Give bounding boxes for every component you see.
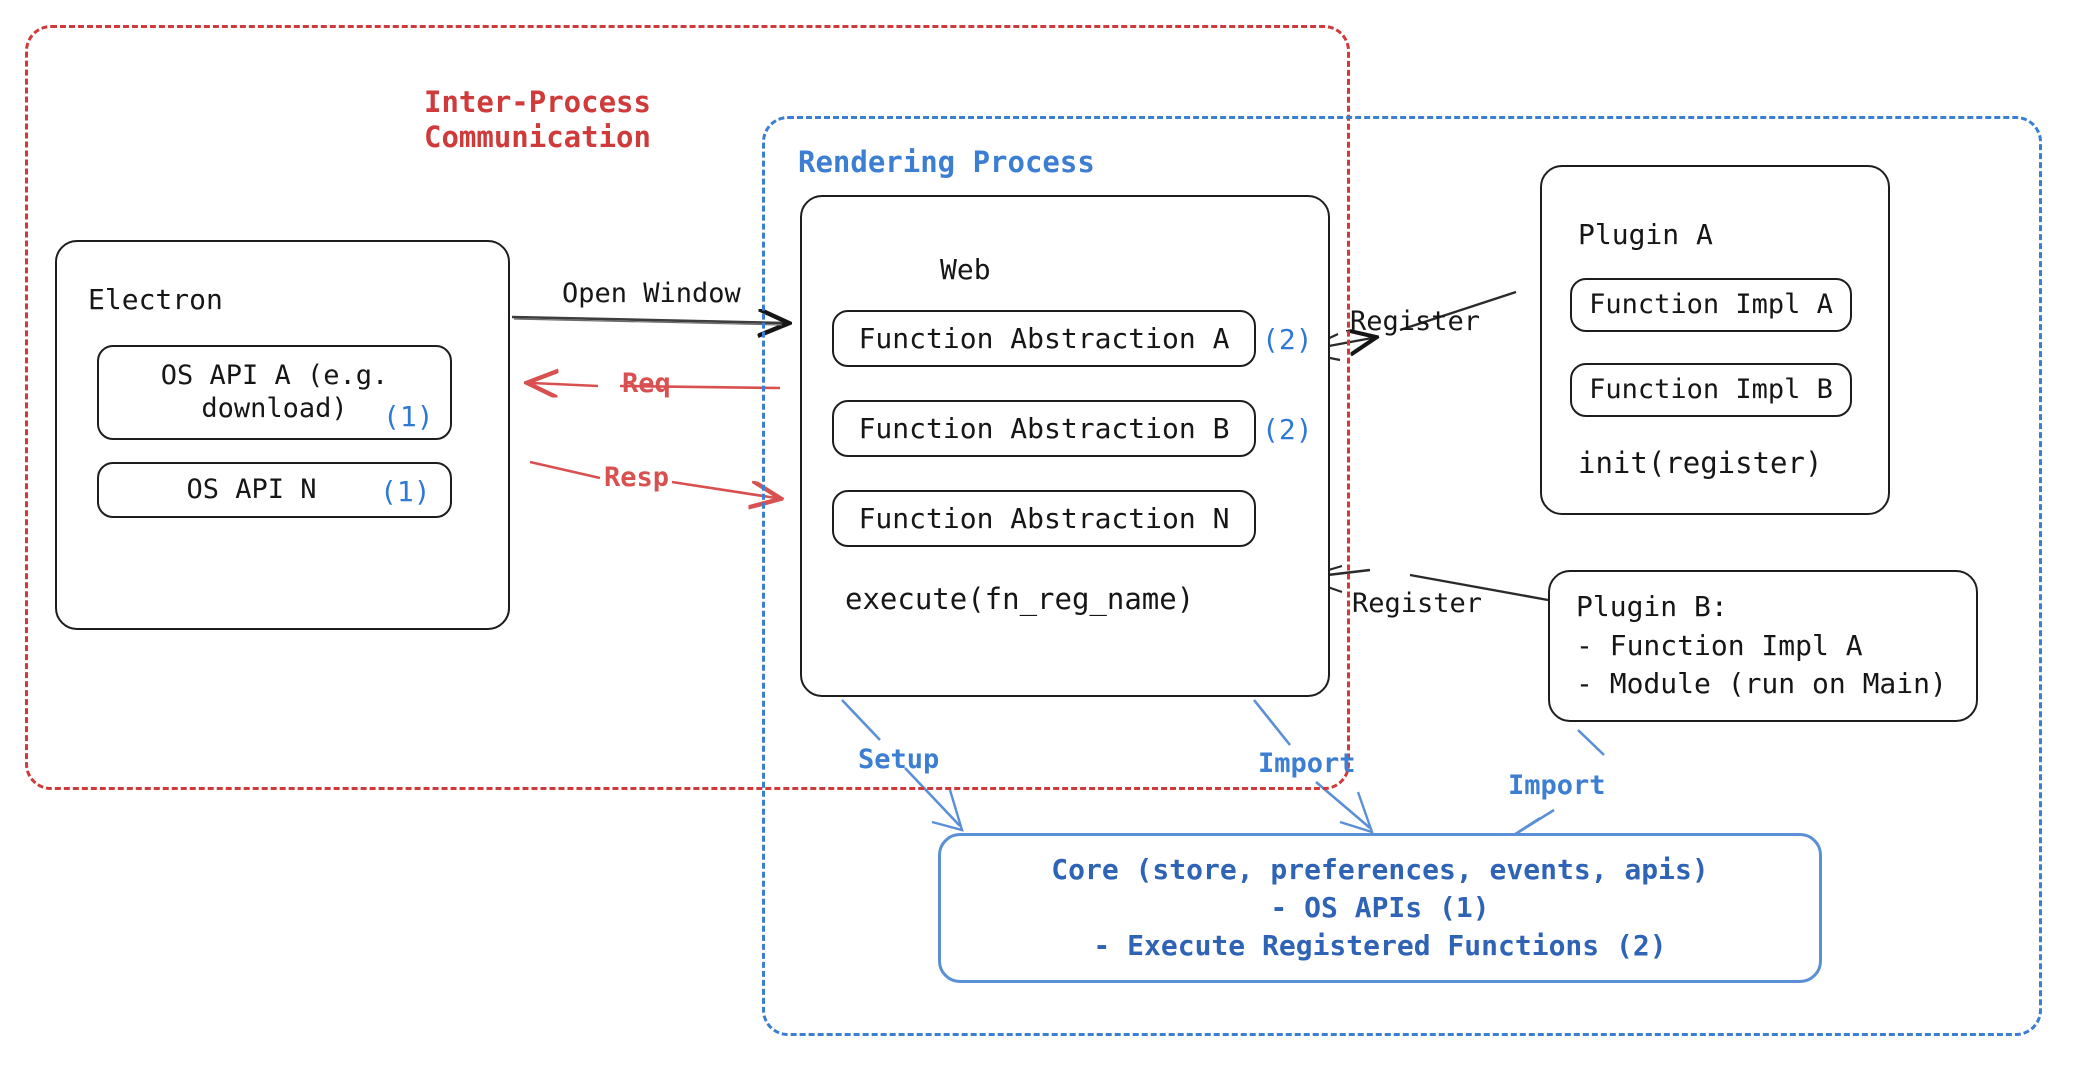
os-api-a-box[interactable]: OS API A (e.g. download) xyxy=(97,345,452,440)
function-abstraction-b-label: Function Abstraction B xyxy=(858,411,1230,445)
edge-label-resp: Resp xyxy=(604,462,670,493)
plugin-a-impl-b-box[interactable]: Function Impl B xyxy=(1570,363,1852,417)
web-execute-text: execute(fn_reg_name) xyxy=(845,582,1195,616)
plugin-a-title: Plugin A xyxy=(1578,218,1713,251)
edge-label-import-web: Import xyxy=(1258,748,1356,779)
function-abstraction-a-marker: (2) xyxy=(1262,323,1313,356)
plugin-b-lines: Plugin B: - Function Impl A - Module (ru… xyxy=(1576,590,1947,701)
os-api-a-marker: (1) xyxy=(383,400,434,433)
edge-label-req: Req xyxy=(622,368,671,399)
function-abstraction-n-label: Function Abstraction N xyxy=(858,501,1230,535)
plugin-b-box: Plugin B: - Function Impl A - Module (ru… xyxy=(1548,570,1978,722)
core-line-2: - OS APIs (1) xyxy=(1270,891,1490,925)
electron-title: Electron xyxy=(88,283,223,316)
edge-label-setup: Setup xyxy=(858,744,940,775)
render-process-label: Rendering Process xyxy=(798,145,1095,179)
edge-label-register-plugin-a: Register xyxy=(1350,306,1481,337)
plugin-a-impl-a-box[interactable]: Function Impl A xyxy=(1570,278,1852,332)
os-api-n-marker: (1) xyxy=(380,475,431,508)
core-line-1: Core (store, preferences, events, apis) xyxy=(1051,853,1709,887)
edge-label-open-window: Open Window xyxy=(562,278,741,309)
ipc-container xyxy=(25,25,1350,790)
os-api-n-box[interactable]: OS API N xyxy=(97,462,452,518)
function-abstraction-n-box[interactable]: Function Abstraction N xyxy=(832,490,1256,547)
function-abstraction-b-marker: (2) xyxy=(1262,413,1313,446)
edge-label-register-plugin-b: Register xyxy=(1352,588,1483,619)
edge-label-import-plugin: Import xyxy=(1508,770,1606,801)
core-line-3: - Execute Registered Functions (2) xyxy=(1093,928,1667,962)
plugin-a-init-text: init(register) xyxy=(1578,446,1823,480)
core-box: Core (store, preferences, events, apis) … xyxy=(938,833,1822,983)
function-abstraction-a-box[interactable]: Function Abstraction A xyxy=(832,310,1256,367)
render-process-container xyxy=(762,116,2042,1036)
plugin-a-box xyxy=(1540,165,1890,515)
function-abstraction-a-label: Function Abstraction A xyxy=(858,321,1230,355)
os-api-a-label: OS API A (e.g. download) xyxy=(160,360,389,424)
ipc-container-label: Inter-Process Communication xyxy=(424,85,651,155)
function-abstraction-b-box[interactable]: Function Abstraction B xyxy=(832,400,1256,457)
plugin-a-impl-b-label: Function Impl B xyxy=(1589,373,1833,405)
web-title: Web xyxy=(940,253,991,286)
os-api-n-label: OS API N xyxy=(186,473,317,505)
plugin-a-impl-a-label: Function Impl A xyxy=(1589,288,1833,320)
